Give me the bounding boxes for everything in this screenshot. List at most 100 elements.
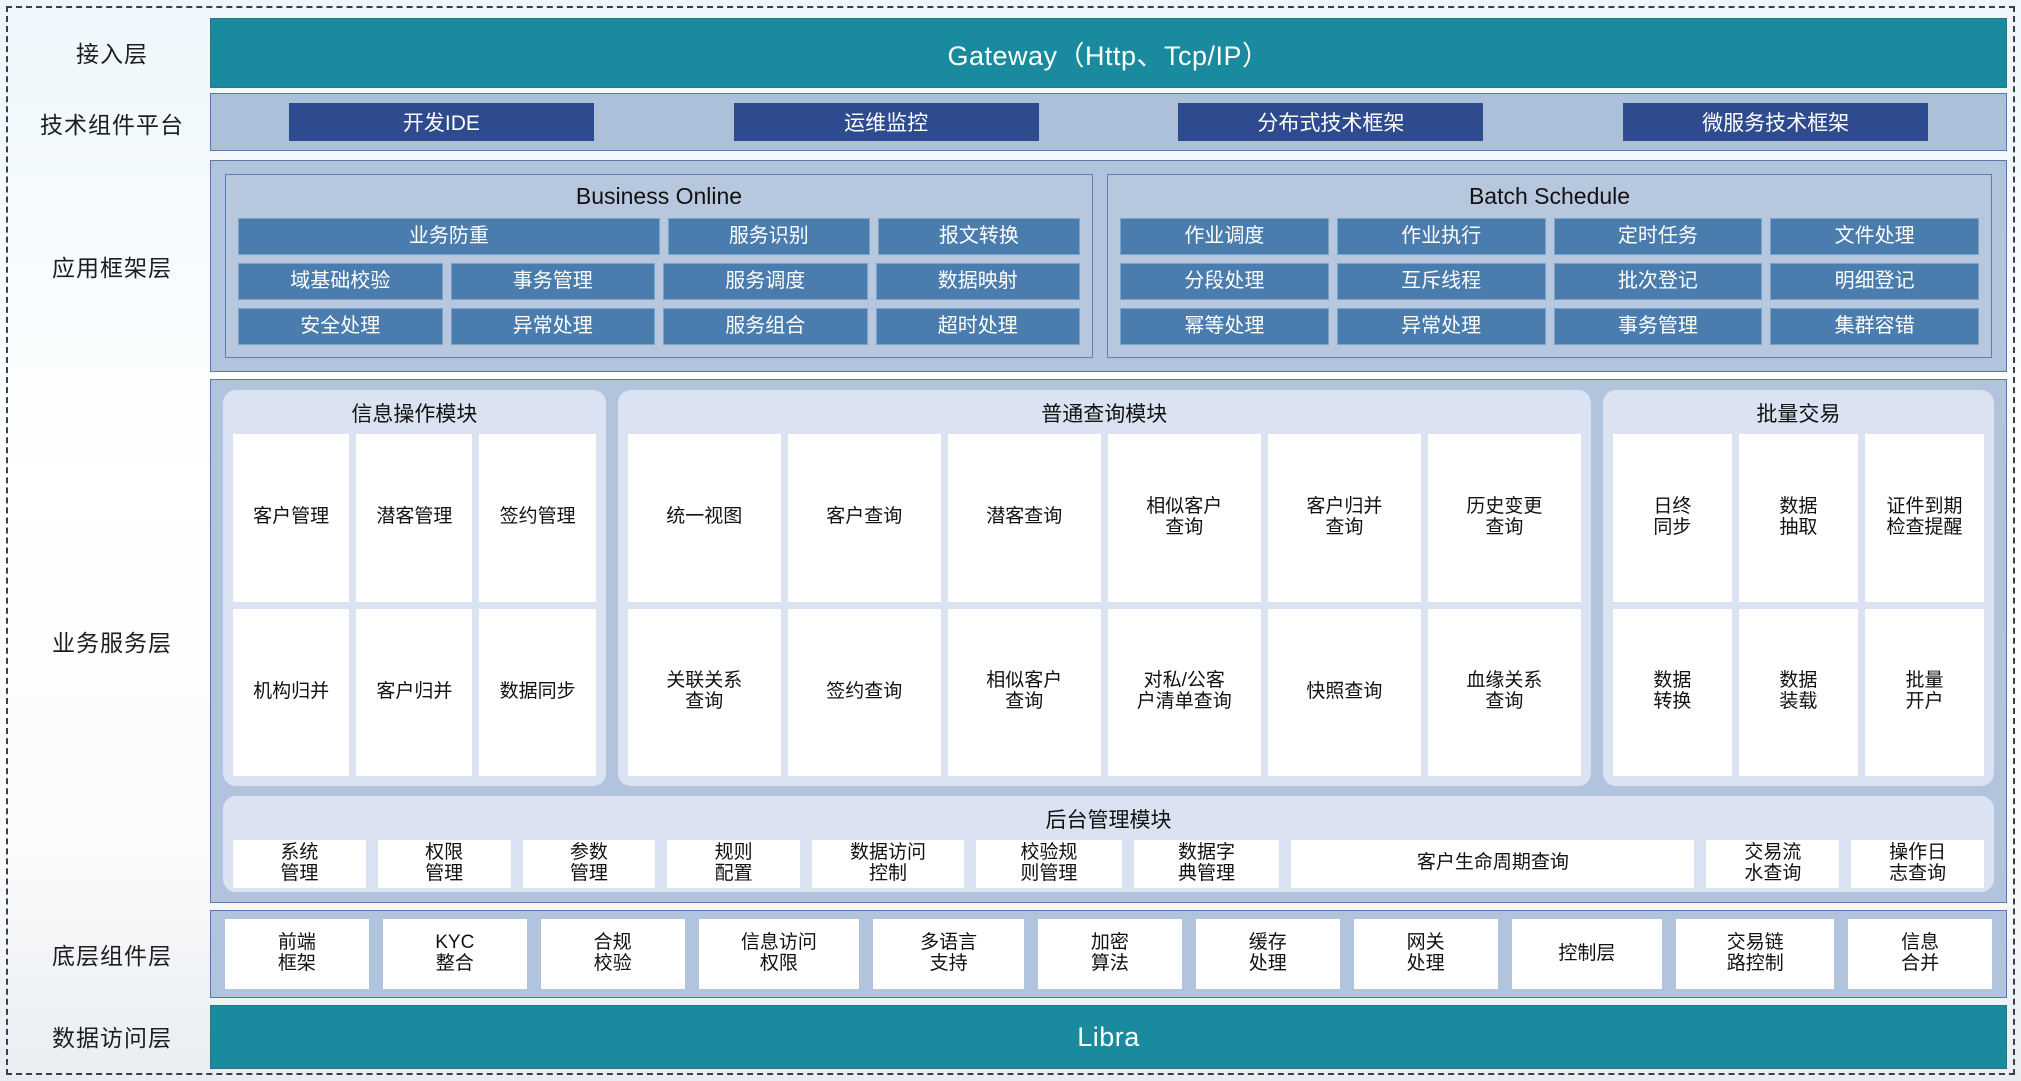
framework-cell[interactable]: 集群容错 <box>1770 308 1979 345</box>
libra-bar[interactable]: Libra <box>210 1005 2007 1069</box>
business-service-cell[interactable]: 统一视图 <box>627 434 781 602</box>
component-layer-item[interactable]: 多语言支持 <box>873 919 1024 989</box>
admin-module-item[interactable]: 操作日志查询 <box>1851 840 1984 888</box>
business-service-cell[interactable]: 历史变更查询 <box>1427 434 1581 602</box>
business-service-cell[interactable]: 对私/公客户清单查询 <box>1107 608 1261 776</box>
business-service-cell[interactable]: 客户查询 <box>787 434 941 602</box>
admin-module-item[interactable]: 客户生命周期查询 <box>1291 840 1695 888</box>
business-service-cell[interactable]: 潜客管理 <box>356 434 473 602</box>
tech-platform-item[interactable]: 开发IDE <box>288 103 594 141</box>
admin-module-item[interactable]: 规则配置 <box>667 840 800 888</box>
component-layer-item[interactable]: 合规校验 <box>540 919 685 989</box>
layer-label-tech: 技术组件平台 <box>40 112 184 138</box>
framework-cell[interactable]: 定时任务 <box>1553 218 1763 255</box>
framework-cell[interactable]: 作业调度 <box>1120 218 1329 255</box>
admin-module-item[interactable]: 交易流水查询 <box>1706 840 1840 888</box>
business-service-cell[interactable]: 证件到期检查提醒 <box>1864 434 1984 602</box>
business-service-cell[interactable]: 客户管理 <box>233 434 350 602</box>
business-service-cell[interactable]: 相似客户查询 <box>1107 434 1261 602</box>
layer-label-components: 底层组件层 <box>52 943 172 969</box>
framework-cell[interactable]: 文件处理 <box>1770 218 1979 255</box>
business-module-grid: 客户管理潜客管理签约管理机构归并客户归并数据同步 <box>233 434 596 776</box>
component-layer-item[interactable]: 信息合并 <box>1848 919 1993 989</box>
admin-module-item[interactable]: 参数管理 <box>522 840 656 888</box>
business-service-cell[interactable]: 快照查询 <box>1267 608 1421 776</box>
panel-cell-grid: 作业调度作业执行定时任务文件处理分段处理互斥线程批次登记明细登记幂等处理异常处理… <box>1120 218 1979 345</box>
admin-module-row: 后台管理模块 系统管理权限管理参数管理规则配置数据访问控制校验规则管理数据字典管… <box>223 796 1994 892</box>
framework-cell[interactable]: 明细登记 <box>1770 263 1979 300</box>
component-layer-item[interactable]: 加密算法 <box>1037 919 1182 989</box>
business-service-cell[interactable]: 数据转换 <box>1612 608 1732 776</box>
business-module-row: 日终同步数据抽取证件到期检查提醒 <box>1612 434 1984 602</box>
component-layer-item[interactable]: 交易链路控制 <box>1676 919 1835 989</box>
business-module-row: 客户管理潜客管理签约管理 <box>233 434 596 602</box>
framework-cell[interactable]: 数据映射 <box>875 263 1080 300</box>
framework-cell[interactable]: 作业执行 <box>1336 218 1546 255</box>
gateway-bar[interactable]: Gateway（Http、Tcp/IP） <box>210 18 2007 88</box>
business-service-cell[interactable]: 机构归并 <box>233 608 350 776</box>
business-service-cell[interactable]: 血缘关系查询 <box>1427 608 1581 776</box>
business-service-cell[interactable]: 数据装载 <box>1738 608 1858 776</box>
framework-cell[interactable]: 分段处理 <box>1120 263 1329 300</box>
tech-platform-item[interactable]: 分布式技术框架 <box>1178 103 1484 141</box>
business-module-grid: 日终同步数据抽取证件到期检查提醒数据转换数据装载批量开户 <box>1612 434 1984 776</box>
panel-cell-row: 安全处理异常处理服务组合超时处理 <box>238 308 1080 345</box>
admin-module-item[interactable]: 系统管理 <box>233 840 366 888</box>
framework-cell[interactable]: 异常处理 <box>1336 308 1546 345</box>
framework-cell[interactable]: 服务识别 <box>667 218 870 255</box>
business-service-cell[interactable]: 关联关系查询 <box>627 608 781 776</box>
admin-items-row: 系统管理权限管理参数管理规则配置数据访问控制校验规则管理数据字典管理客户生命周期… <box>233 840 1984 888</box>
business-service-cell[interactable]: 批量开户 <box>1864 608 1984 776</box>
framework-cell[interactable]: 互斥线程 <box>1336 263 1546 300</box>
business-service-cell[interactable]: 签约管理 <box>479 434 596 602</box>
business-module-row: 关联关系查询签约查询相似客户查询对私/公客户清单查询快照查询血缘关系查询 <box>627 608 1581 776</box>
framework-cell[interactable]: 超时处理 <box>875 308 1080 345</box>
framework-cell[interactable]: 服务组合 <box>663 308 868 345</box>
admin-module-item[interactable]: 权限管理 <box>377 840 511 888</box>
business-module-grid: 统一视图客户查询潜客查询相似客户查询客户归并查询历史变更查询关联关系查询签约查询… <box>627 434 1581 776</box>
panel-cell-row: 分段处理互斥线程批次登记明细登记 <box>1120 263 1979 300</box>
component-layer-item[interactable]: 网关处理 <box>1353 919 1498 989</box>
admin-module-item[interactable]: 校验规则管理 <box>976 840 1122 888</box>
business-service-cell[interactable]: 相似客户查询 <box>947 608 1101 776</box>
business-module-title: 普通查询模块 <box>1041 403 1168 426</box>
layer-access: 接入层 Gateway（Http、Tcp/IP） <box>14 18 2007 88</box>
component-layer-item[interactable]: 信息访问权限 <box>698 919 860 989</box>
framework-cell[interactable]: 安全处理 <box>238 308 443 345</box>
business-service-cell[interactable]: 客户归并 <box>356 608 473 776</box>
business-service-cell[interactable]: 签约查询 <box>787 608 941 776</box>
framework-cell[interactable]: 服务调度 <box>663 263 868 300</box>
business-module-row: 统一视图客户查询潜客查询相似客户查询客户归并查询历史变更查询 <box>627 434 1581 602</box>
layer-label-appframe: 应用框架层 <box>52 255 172 281</box>
business-service-cell[interactable]: 数据同步 <box>479 608 596 776</box>
framework-cell[interactable]: 异常处理 <box>450 308 655 345</box>
tech-platform-item[interactable]: 运维监控 <box>733 103 1039 141</box>
framework-cell[interactable]: 业务防重 <box>238 218 660 255</box>
framework-cell[interactable]: 报文转换 <box>877 218 1080 255</box>
business-service-cell[interactable]: 客户归并查询 <box>1267 434 1421 602</box>
tech-platform-item[interactable]: 微服务技术框架 <box>1623 103 1929 141</box>
component-layer-item[interactable]: 前端框架 <box>225 919 369 989</box>
framework-cell[interactable]: 批次登记 <box>1553 263 1763 300</box>
admin-module-card: 后台管理模块 系统管理权限管理参数管理规则配置数据访问控制校验规则管理数据字典管… <box>223 796 1994 892</box>
business-service-cell[interactable]: 数据抽取 <box>1738 434 1858 602</box>
panel-cell-grid: 业务防重服务识别报文转换域基础校验事务管理服务调度数据映射安全处理异常处理服务组… <box>238 218 1080 345</box>
component-layer-item[interactable]: 缓存处理 <box>1195 919 1340 989</box>
component-layer-item[interactable]: 控制层 <box>1511 919 1663 989</box>
framework-cell[interactable]: 事务管理 <box>450 263 655 300</box>
framework-cell[interactable]: 域基础校验 <box>238 263 443 300</box>
panel-cell-row: 作业调度作业执行定时任务文件处理 <box>1120 218 1979 255</box>
framework-cell[interactable]: 幂等处理 <box>1120 308 1329 345</box>
admin-module-item[interactable]: 数据字典管理 <box>1133 840 1280 888</box>
business-service-cell[interactable]: 潜客查询 <box>947 434 1101 602</box>
admin-module-item[interactable]: 数据访问控制 <box>812 840 965 888</box>
framework-cell[interactable]: 事务管理 <box>1553 308 1763 345</box>
business-service-cell[interactable]: 日终同步 <box>1612 434 1732 602</box>
